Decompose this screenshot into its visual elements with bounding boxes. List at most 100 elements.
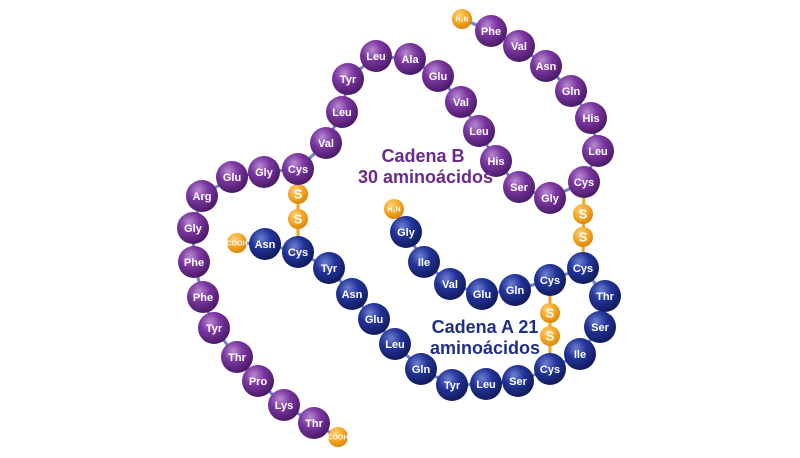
chain-b-residue-label: Gly xyxy=(541,193,560,205)
chain-b-residue: Leu xyxy=(463,115,495,147)
chain-a-residue-label: Cys xyxy=(540,275,560,287)
chain-a-residue: Ser xyxy=(584,311,616,343)
sulfur-atom: S xyxy=(573,227,593,247)
sulfur-atom: S xyxy=(540,326,560,346)
chain-b-c-terminus-label: COOH xyxy=(328,435,349,442)
chain-b-residue-label: Phe xyxy=(481,26,501,38)
sulfur-atom-label: S xyxy=(579,207,588,222)
chain-b-residue-label: Lys xyxy=(275,400,294,412)
chain-a-n-terminus: H₂N xyxy=(384,199,404,219)
chain-a-residue-bead xyxy=(390,216,422,248)
chain-b-residue-label: Asn xyxy=(536,61,557,73)
chain-a-residue: Asn xyxy=(249,228,281,260)
chain-a-residue-label: Asn xyxy=(255,239,276,251)
chain-a-residue-label: Cys xyxy=(288,247,308,259)
chain-b-residue-label: Pro xyxy=(249,376,268,388)
chain-b-residue-label: Gly xyxy=(184,223,203,235)
chain-a-n-terminus-circle xyxy=(384,199,404,219)
chain-b-n-terminus: H₂N xyxy=(452,9,472,29)
chain-b-residue: Tyr xyxy=(332,63,364,95)
chain-a-residue: Leu xyxy=(379,328,411,360)
chain-b-residue-bead xyxy=(298,407,330,439)
chain-a-residue-bead xyxy=(534,264,566,296)
chain-a-residue-label: Tyr xyxy=(444,380,461,392)
sulfur-atom: S xyxy=(288,209,308,229)
chain-b-residue-bead xyxy=(268,389,300,421)
chain-b-residue: Phe xyxy=(187,281,219,313)
chain-a-residue: Tyr xyxy=(436,369,468,401)
chain-b-residue: Ala xyxy=(394,43,426,75)
chain-b-residue: Leu xyxy=(326,96,358,128)
sulfur-atom: S xyxy=(573,204,593,224)
chain-b-residue: Gly xyxy=(248,156,280,188)
chain-a-residue-bead xyxy=(336,278,368,310)
chain-a-residue-bead xyxy=(589,280,621,312)
chain-a-residue-bead xyxy=(502,365,534,397)
chain-b-residue-bead xyxy=(326,96,358,128)
chain-b: PheValAsnGlnHisLeuCysGlySerHisLeuValGluA… xyxy=(177,15,614,439)
chain-a-residue-bead xyxy=(405,353,437,385)
chain-a-residue-bead xyxy=(313,252,345,284)
chain-b-residue: Val xyxy=(445,86,477,118)
chain-b-residue-bead xyxy=(582,135,614,167)
chain-a-residue-label: Gly xyxy=(397,227,416,239)
sulfur-atom: S xyxy=(540,303,560,323)
chain-b-residue-bead xyxy=(575,102,607,134)
chain-b-residue-bead xyxy=(242,365,274,397)
chain-b-residue: Glu xyxy=(216,161,248,193)
sulfur-atom-circle xyxy=(540,303,560,323)
chain-b-residue-bead xyxy=(360,40,392,72)
sulfur-atom-label: S xyxy=(294,187,303,202)
chain-b-caption: Cadena B 30 aminoácidos xyxy=(358,146,493,188)
chain-a-residue-label: Leu xyxy=(385,339,405,351)
chain-b-residue-bead xyxy=(568,166,600,198)
chain-a-c-terminus-label: COOH xyxy=(227,241,248,248)
chain-b-n-terminus-label: H₂N xyxy=(455,17,468,24)
chain-b-residue-label: Val xyxy=(318,138,334,150)
chain-b-residue-label: Glu xyxy=(429,71,447,83)
chain-b-residue-bead xyxy=(282,153,314,185)
chain-a-residue: Cys xyxy=(534,353,566,385)
sulfur-atom-label: S xyxy=(579,230,588,245)
chain-b-n-terminus-circle xyxy=(452,9,472,29)
chain-b-caption-line1: Cadena B xyxy=(381,146,465,166)
chain-a-residue-label: Ser xyxy=(509,376,527,388)
chain-b-residue-label: Ala xyxy=(401,54,419,66)
chain-a-residue-bead xyxy=(567,252,599,284)
chain-b-residue: His xyxy=(480,145,512,177)
chain-b-residue-label: Leu xyxy=(469,126,489,138)
chain-b-residue-label: Leu xyxy=(588,146,608,158)
chain-a-residue-label: Cys xyxy=(540,364,560,376)
chain-b-residue: Ser xyxy=(503,171,535,203)
chain-b-residue-bead xyxy=(221,341,253,373)
chain-b-residue: Pro xyxy=(242,365,274,397)
chain-b-residue: Arg xyxy=(186,180,218,212)
chain-b-residue: Gly xyxy=(534,182,566,214)
chain-b-residue: Gln xyxy=(555,75,587,107)
chain-a-caption-line2: aminoácidos xyxy=(429,338,541,358)
chain-a-n-terminus-label: H₂N xyxy=(387,207,400,214)
chain-b-residue-label: Thr xyxy=(305,418,323,430)
chain-a-residue: Val xyxy=(434,268,466,300)
chain-b-residue: Val xyxy=(310,127,342,159)
chain-a-c-terminus: COOH xyxy=(227,233,248,253)
chain-b-residue: His xyxy=(575,102,607,134)
chain-a-residue-label: Gln xyxy=(506,285,525,297)
chain-a-residue-bead xyxy=(584,311,616,343)
chain-b-residue-bead xyxy=(216,161,248,193)
chain-a-c-terminus-circle xyxy=(227,233,247,253)
chain-a-residue: Ile xyxy=(564,338,596,370)
chain-b-residue-label: Tyr xyxy=(206,323,223,335)
chain-a-residue-bead xyxy=(379,328,411,360)
sulfur-atom-circle xyxy=(573,204,593,224)
chain-b-residue-label: Phe xyxy=(184,257,204,269)
chain-b-residue-bead xyxy=(332,63,364,95)
chain-b-residue-bead xyxy=(475,15,507,47)
chain-b-residue-bead xyxy=(503,30,535,62)
chain-a-residue-bead xyxy=(408,246,440,278)
chain-b-residue: Leu xyxy=(360,40,392,72)
chain-b-residue: Phe xyxy=(475,15,507,47)
chain-b-residue-bead xyxy=(503,171,535,203)
chain-a-residue-bead xyxy=(434,268,466,300)
